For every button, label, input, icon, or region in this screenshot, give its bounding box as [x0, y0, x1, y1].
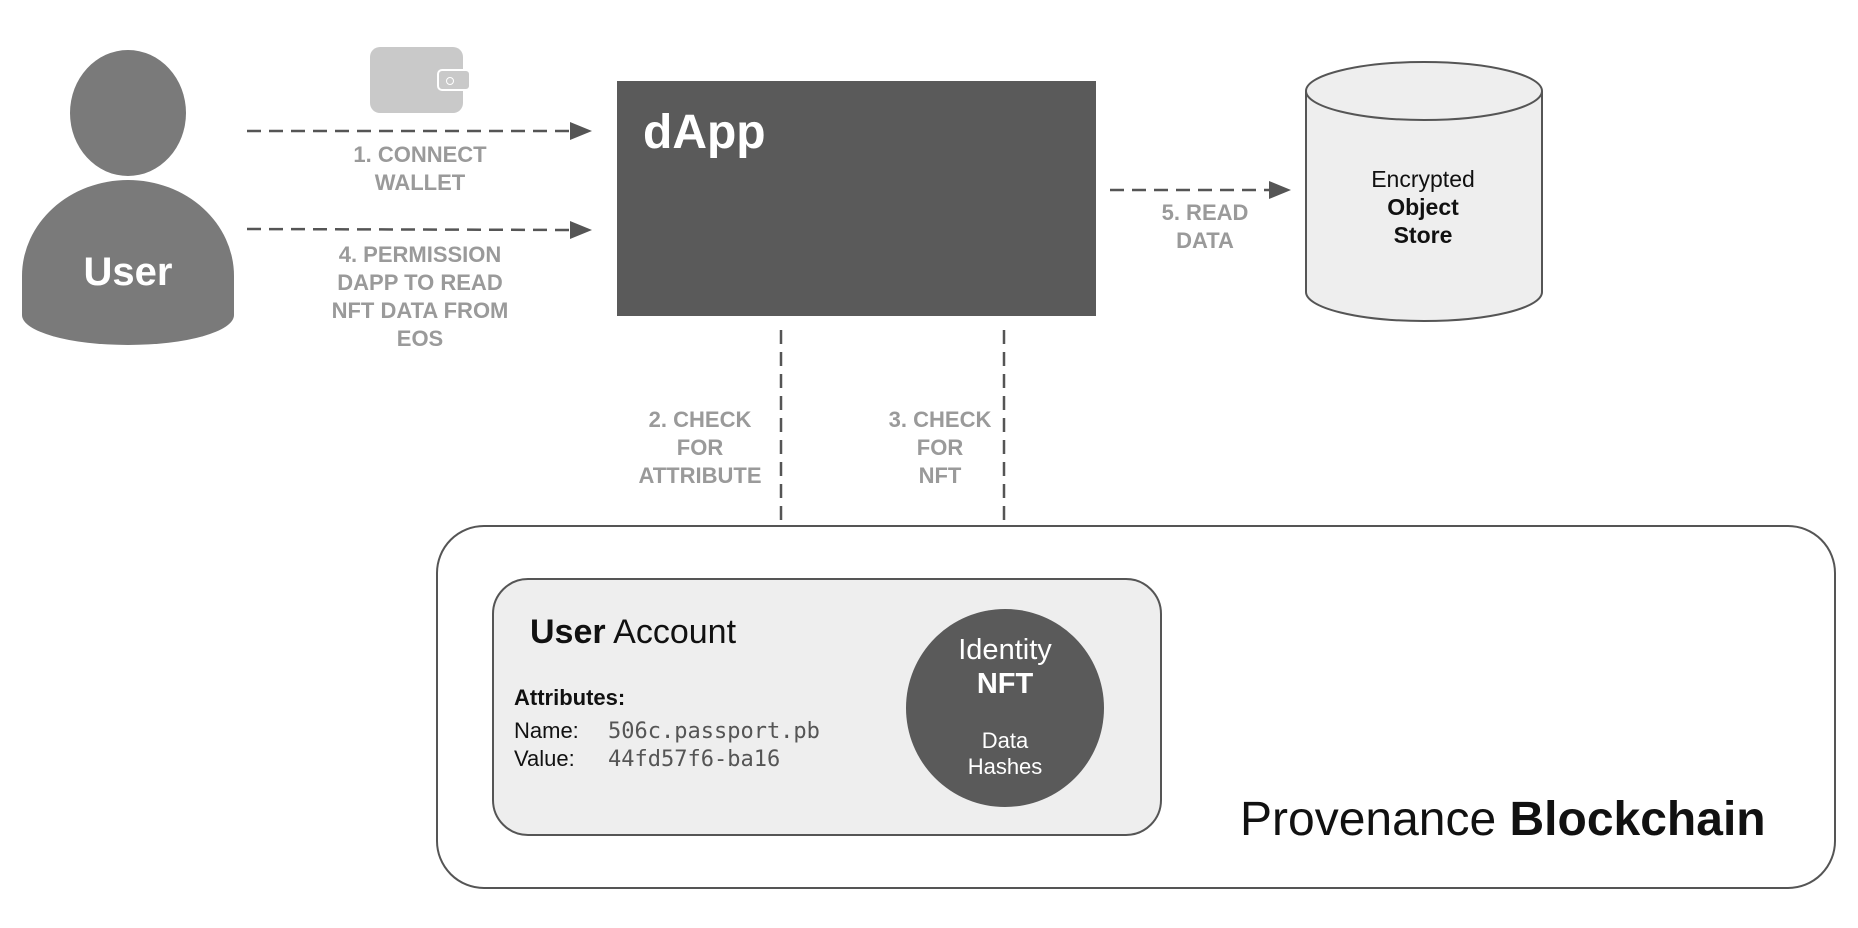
step-permission: 4. PERMISSION DAPP TO READ NFT DATA FROM… — [331, 242, 509, 351]
arrowhead-permission — [570, 221, 592, 239]
dapp-title: dApp — [643, 106, 766, 159]
attribute-value-value: 44fd57f6-ba16 — [608, 747, 781, 772]
step-check-nft: 3. CHECK FOR NFT — [888, 407, 992, 488]
step-check-attribute: 2. CHECK FOR ATTRIBUTE — [638, 407, 762, 488]
user-body — [22, 180, 234, 345]
user-head — [70, 50, 186, 176]
step-read-data: 5. READ DATA — [1161, 200, 1249, 253]
identity-nft-circle — [906, 609, 1104, 807]
dapp-box: dApp — [617, 81, 1096, 316]
wallet-dot — [446, 77, 454, 85]
wallet-clasp — [437, 69, 471, 91]
database-icon — [1305, 61, 1543, 322]
attribute-name-value: 506c.passport.pb — [608, 719, 820, 744]
identity-nft-title: Identity NFT — [958, 634, 1052, 700]
step-connect-wallet: 1. CONNECT WALLET — [353, 142, 487, 195]
arrowhead-read-data — [1269, 181, 1291, 199]
object-store-label: Encrypted Object Store — [1371, 166, 1475, 248]
attributes-heading: Attributes: — [514, 685, 626, 710]
user-account-title: User Account — [530, 613, 737, 651]
attribute-value-row: Value:44fd57f6-ba16 — [514, 746, 781, 772]
arrow-permission — [246, 227, 573, 232]
arrowhead-connect-wallet — [570, 122, 592, 140]
blockchain-title: Provenance Blockchain — [1240, 793, 1766, 846]
identity-nft-subtitle: Data Hashes — [967, 728, 1043, 779]
wallet-icon — [370, 47, 471, 113]
user-label: User — [83, 250, 173, 294]
attribute-name-row: Name:506c.passport.pb — [514, 718, 820, 744]
